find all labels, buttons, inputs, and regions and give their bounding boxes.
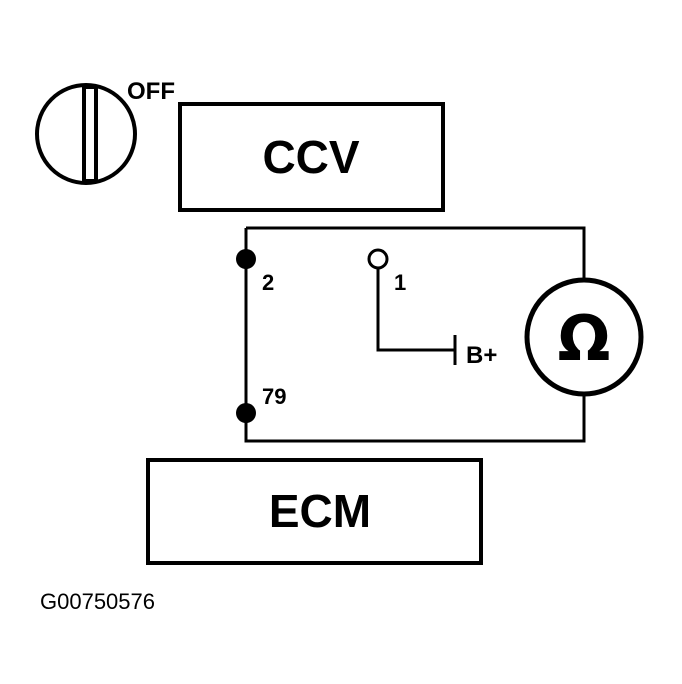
ccv-label: CCV [262, 131, 359, 183]
pin-1-terminal [367, 248, 389, 270]
pin-79: 79 [236, 384, 286, 423]
circuit-wire [246, 226, 586, 281]
figure-id: G00750576 [40, 589, 155, 614]
ohmmeter: Ω [524, 277, 644, 397]
ccv-box [178, 102, 445, 212]
ohm-icon: Ω [558, 302, 611, 375]
pin-79-label: 79 [262, 384, 286, 409]
ecm-label: ECM [269, 485, 371, 537]
circuit-wire-bottom [244, 228, 586, 443]
ccv-component: CCV [178, 102, 445, 212]
pin-1-supply: 1 B+ [367, 248, 497, 369]
pin-2: 2 [236, 249, 274, 295]
ignition-switch: OFF [35, 78, 175, 185]
b-plus-label: B+ [466, 342, 497, 369]
circuit-loop [244, 226, 586, 443]
pin-1-label: 1 [394, 270, 406, 295]
ecm-component: ECM [146, 458, 483, 565]
ignition-switch-off-label: OFF [127, 78, 175, 105]
ignition-switch-key-slot [82, 85, 98, 183]
pin-2-dot [236, 249, 256, 269]
ohmmeter-body [524, 277, 644, 397]
pin-79-dot [236, 403, 256, 423]
pin-2-label: 2 [262, 270, 274, 295]
pin-1-wire [376, 268, 455, 352]
ecm-box [146, 458, 483, 565]
